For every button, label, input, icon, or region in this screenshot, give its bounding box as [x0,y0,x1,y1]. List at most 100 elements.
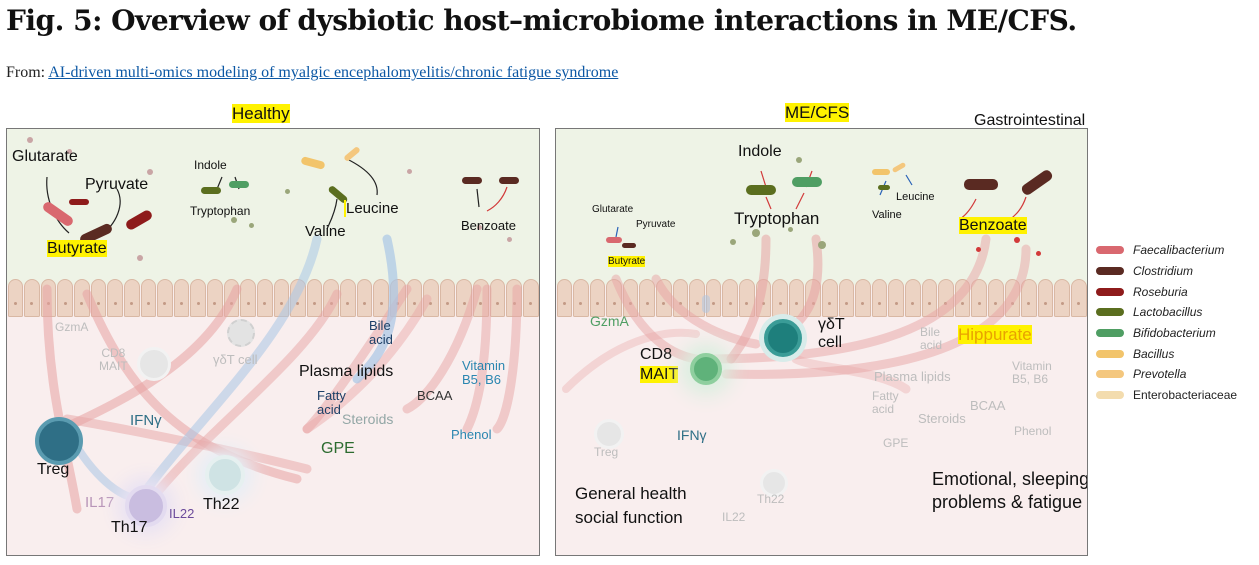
plasma-lipids-label: Plasma lipids [299,363,394,380]
leucine-label: Leucine [344,200,399,217]
legend-label: Prevotella [1133,367,1187,382]
legend-label: Bacillus [1133,346,1175,361]
legend-swatch [1096,349,1124,358]
th22-label: Th22 [203,496,240,513]
legend-swatch [1096,391,1124,400]
indole-label: Indole [738,143,782,160]
bcaa-label: BCAA [970,398,1006,413]
legend-swatch [1096,267,1124,276]
ifng-label: IFNγ [130,412,162,429]
pyruvate-label: Pyruvate [636,219,676,230]
legend-label: Roseburia [1133,284,1188,299]
gpe-label: GPE [883,436,909,450]
faecalibacterium-bacterium [606,237,622,243]
th22-cell-icon [205,455,245,495]
leucine-label: Leucine [896,191,935,203]
ifng-label: IFNγ [677,427,707,443]
clostridium-bacterium [499,177,519,184]
benzoate-label: Benzoate [959,217,1027,234]
legend-label: Faecalibacterium [1133,243,1225,258]
legend-label: Lactobacillus [1133,305,1203,320]
bile-acid-label: Bile acid [369,318,393,348]
figure-title: Fig. 5: Overview of dysbiotic host–micro… [6,4,1077,37]
legend-item: Faecalibacterium [1096,240,1256,261]
tryptophan-label: Tryptophan [190,204,251,218]
th22-cell-icon [760,469,788,497]
benzoate-label: Benzoate [461,218,516,233]
steroids-label: Steroids [342,411,394,427]
legend-item: Roseburia [1096,281,1256,302]
source-prefix: From: [6,64,49,81]
source-article-link[interactable]: AI-driven multi-omics modeling of myalgi… [48,64,619,81]
phenol-label: Phenol [1014,424,1052,438]
phenol-label: Phenol [451,427,492,442]
th17-label: Th17 [111,519,148,536]
gdt-cell-icon [227,319,255,347]
treg-label: Treg [37,461,70,478]
legend-label: Bifidobacterium [1133,326,1216,341]
mait-label: MAIT [640,366,679,383]
legend-swatch [1096,329,1124,338]
bile-acid-label: Bile acid [920,325,943,353]
glutarate-label: Glutarate [592,204,634,215]
fatty-acid-label: Fatty acid [317,388,346,418]
plasma-lipids-label: Plasma lipids [874,369,951,384]
legend-item: Clostridium [1096,261,1256,282]
legend-item: Bifidobacterium [1096,323,1256,344]
mait-cell-icon [690,353,722,385]
cd8-label: CD8 [640,346,673,363]
valine-label: Valine [305,223,346,240]
treg-cell-icon [35,417,83,465]
bcaa-label: BCAA [417,388,453,403]
clostridium-bacterium [964,179,998,190]
treg-cell-icon [594,419,624,449]
gdt-cell-label: γδT cell [213,352,258,367]
pyruvate-label: Pyruvate [85,176,149,193]
healthy-gut-lumen [7,129,539,285]
bacillus-bacterium [872,169,890,175]
legend-item: Lactobacillus [1096,302,1256,323]
gpe-label: GPE [321,440,355,457]
lactobacillus-bacterium [201,187,221,194]
cd8-mait-cell-icon [137,347,171,381]
butyrate-label: Butyrate [47,240,107,257]
glutarate-label: Glutarate [12,148,78,165]
indole-label: Indole [194,158,227,172]
gzma-label: GzmA [55,320,89,334]
healthy-panel-title: Healthy [232,104,290,123]
steroids-label: Steroids [918,411,966,426]
general-health-label: General health social function [575,484,687,527]
emotional-symptoms-label: Emotional, sleeping problems & fatigue [932,469,1088,513]
treg-label: Treg [594,445,619,459]
healthy-panel: Glutarate Pyruvate Butyrate Indole Trypt… [6,128,540,556]
lactobacillus-bacterium [746,185,776,195]
il22-label: IL22 [169,506,195,521]
mecfs-panel: Indole Tryptophan Glutarate Pyruvate But… [555,128,1088,556]
bifidobacterium-bacterium [229,181,249,188]
source-line: From: AI-driven multi-omics modeling of … [6,64,618,82]
fatty-acid-label: Fatty acid [872,389,899,417]
cd8-mait-label: CD8 MAIT [99,346,128,374]
valine-label: Valine [872,209,902,221]
bifidobacterium-bacterium [792,177,822,187]
lactobacillus-bacterium [878,185,890,190]
clostridium-bacterium [622,243,636,248]
mecfs-panel-title: ME/CFS [785,103,850,122]
legend-item: Prevotella [1096,364,1256,385]
tryptophan-label: Tryptophan [734,209,820,228]
roseburia-bacterium [69,199,89,205]
gdt-cell-label: γδT cell [818,316,845,351]
legend-swatch [1096,370,1124,379]
legend-label: Enterobacteriaceae [1133,388,1238,403]
legend-item: Bacillus [1096,343,1256,364]
th22-label: Th22 [757,492,785,506]
clostridium-bacterium [462,177,482,184]
gdt-cell-icon [764,319,802,357]
legend-swatch [1096,287,1124,296]
vitamin-label: Vitamin B5, B6 [462,358,506,388]
butyrate-label: Butyrate [608,256,646,267]
hippurate-label: Hippurate [958,325,1032,344]
legend-label: Clostridium [1133,264,1194,279]
il22-label: IL22 [722,510,746,524]
